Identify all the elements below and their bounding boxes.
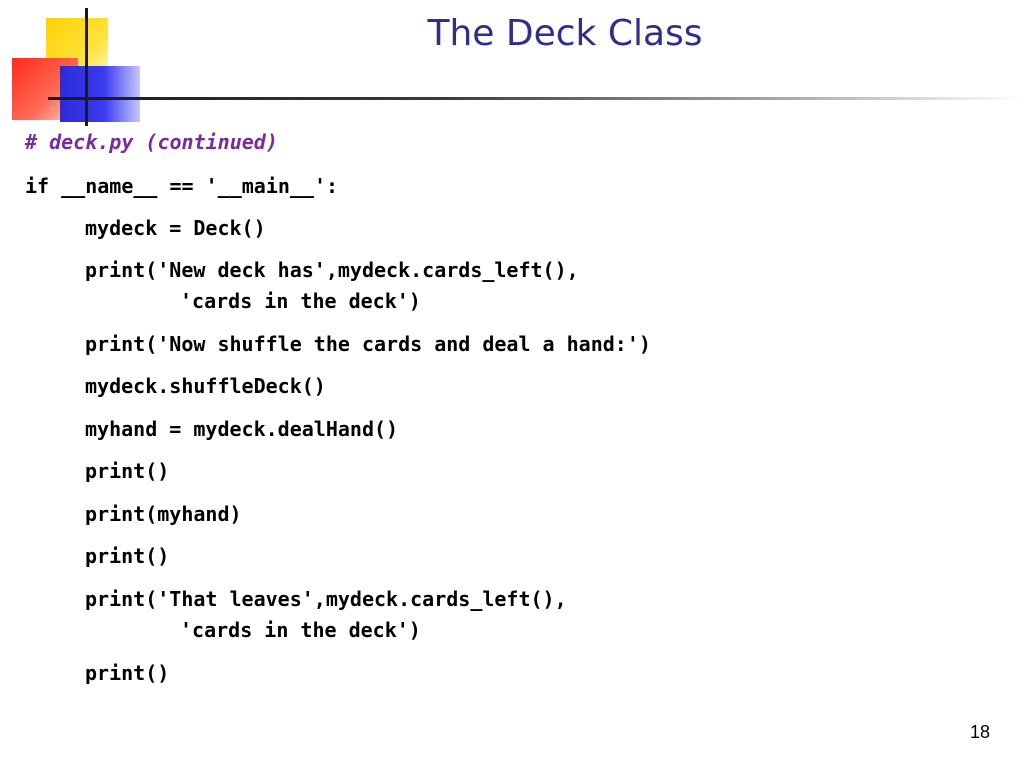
code-line: if __name__ == '__main__': [25,174,339,198]
title-divider [48,97,1024,100]
code-line-continuation: 'cards in the deck') [180,618,421,642]
code-line: print('Now shuffle the cards and deal a … [85,332,651,356]
slide-title: The Deck Class [427,13,703,54]
code-line: print() [85,544,170,568]
code-line: mydeck.shuffleDeck() [85,374,326,398]
code-line: myhand = mydeck.dealHand() [85,417,399,441]
page-number: 18 [969,722,990,742]
code-line-continuation: 'cards in the deck') [180,289,421,313]
code-line: print('New deck has',mydeck.cards_left()… [85,258,579,282]
logo-blue-square [60,66,140,122]
code-line: print(myhand) [85,502,242,526]
code-line: print('That leaves',mydeck.cards_left(), [85,587,567,611]
code-comment: # deck.py (continued) [25,130,278,154]
code-line: print() [85,459,170,483]
logo-decoration [0,0,150,130]
code-line: mydeck = Deck() [85,216,266,240]
logo-vertical-line [85,8,88,126]
code-line: print() [85,661,170,685]
